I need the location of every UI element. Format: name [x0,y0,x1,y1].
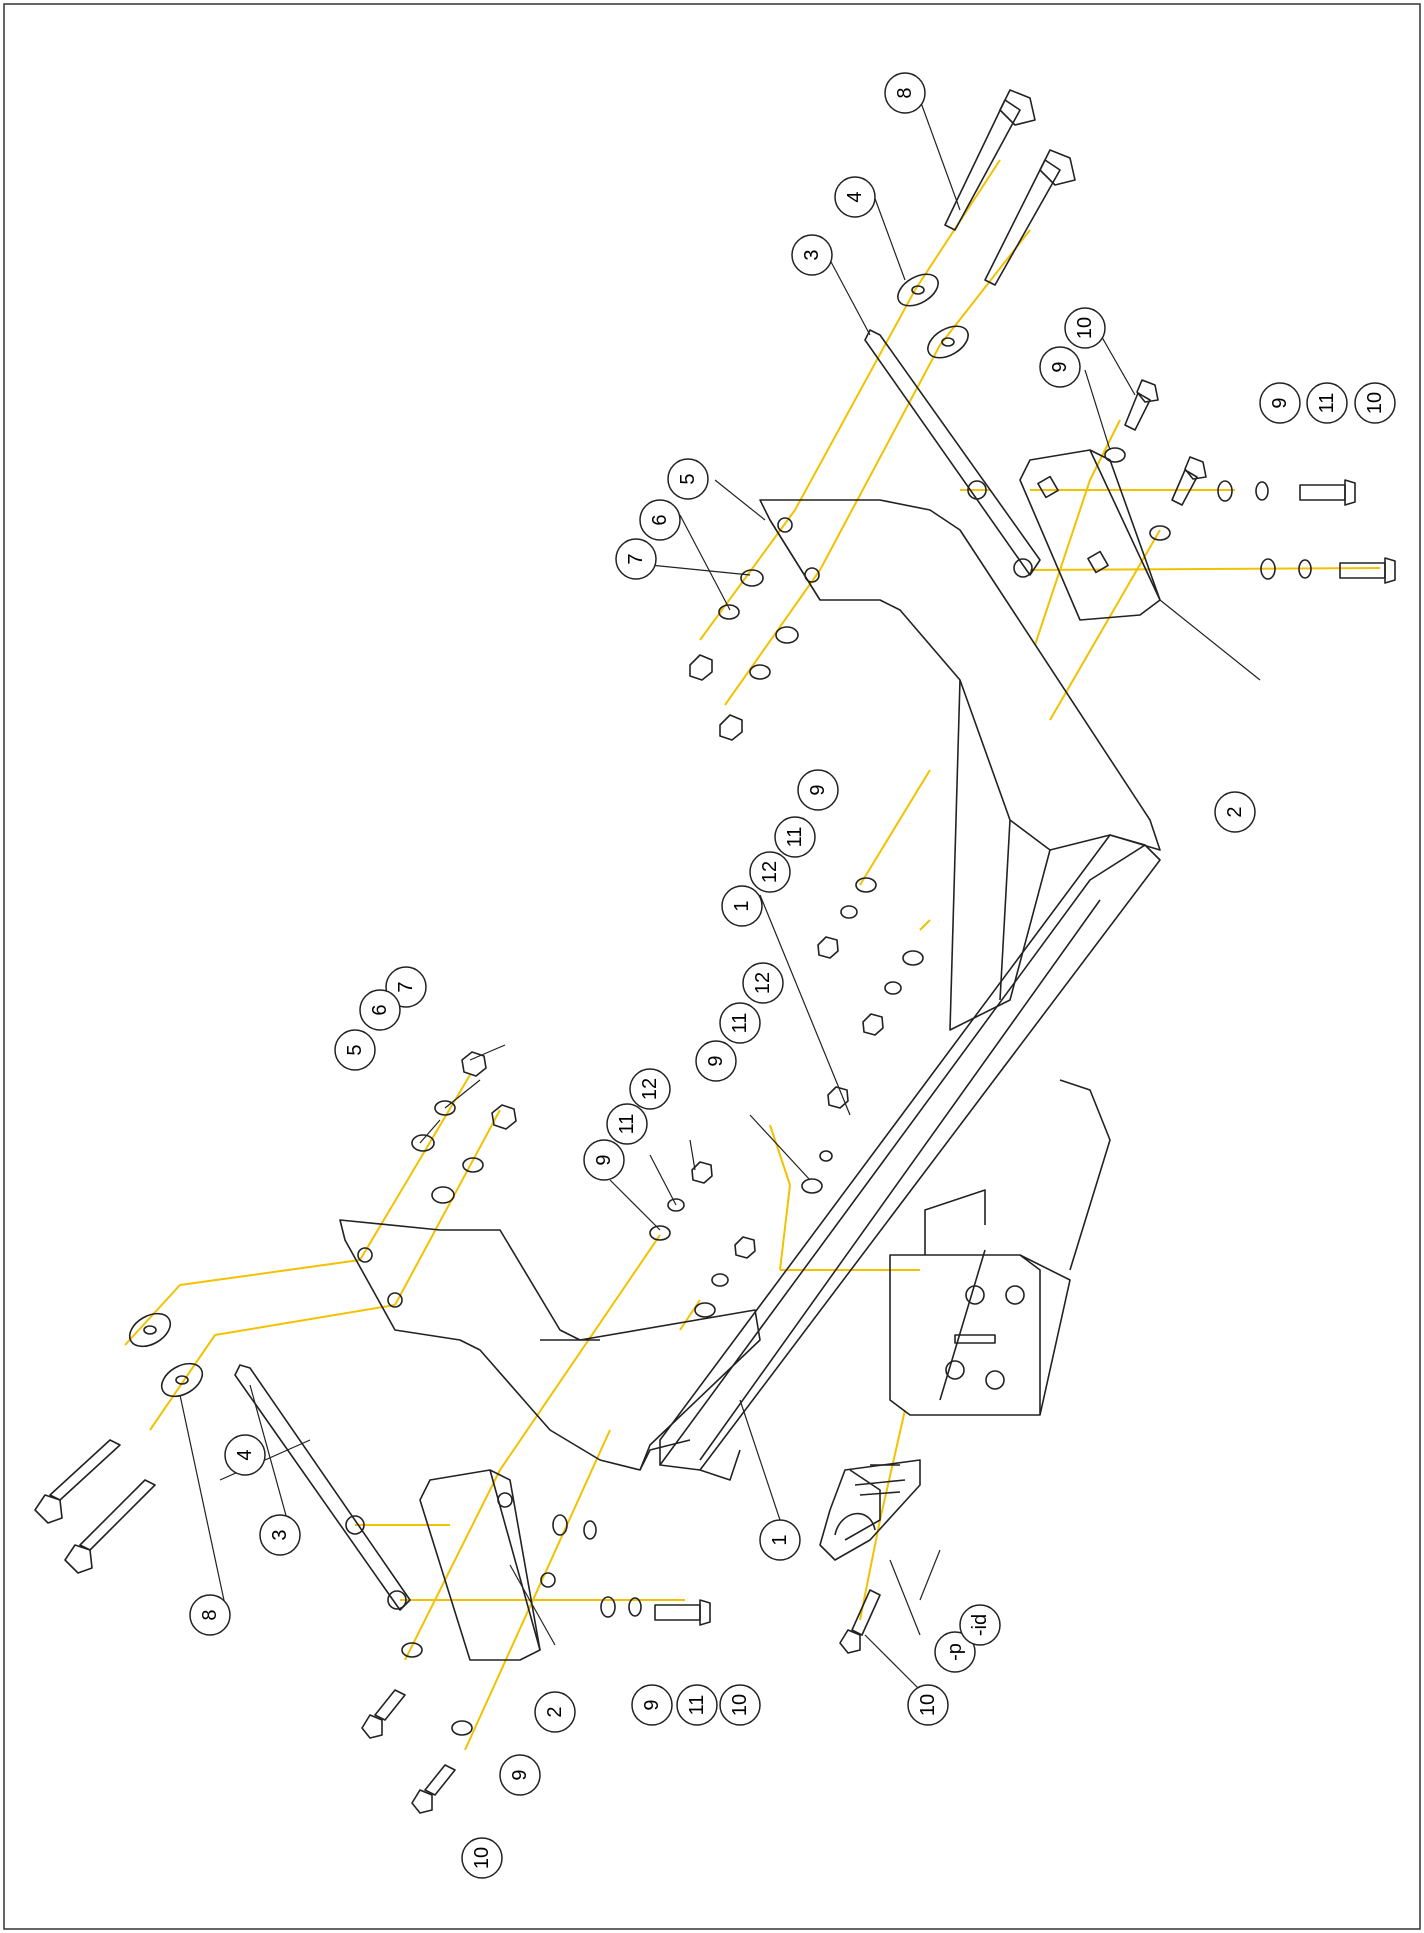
svg-text:9: 9 [593,1154,615,1165]
callout-10-right-a: 10 [1064,307,1106,349]
right-small-bolts-part-10 [1124,379,1396,584]
callout-12-left: 12 [629,1068,671,1110]
callout-6-left: 6 [359,989,401,1031]
callout-11-mid-a: 11 [774,816,816,858]
svg-text:3: 3 [269,1529,291,1540]
callout-11-left: 11 [606,1103,648,1145]
svg-text:11: 11 [784,827,806,848]
svg-text:10: 10 [471,1847,493,1869]
right-long-bolts-part-8 [944,89,1076,286]
svg-text:8: 8 [199,1609,221,1620]
hitch-receiver [889,1079,1111,1416]
right-washer-part-4a [897,273,939,307]
svg-text:11: 11 [616,1114,638,1135]
callout-4-left: 4 [224,1434,266,1476]
callout-9-left: 9 [583,1139,625,1181]
parts-linework [34,89,1396,1814]
callout-10-left-b: 10 [719,1684,761,1726]
svg-text:6: 6 [369,1004,391,1015]
svg-text:-p: -p [944,1643,966,1661]
left-nut-stack [411,1051,517,1204]
left-washer-part-4b [160,1362,204,1398]
svg-text:9: 9 [807,784,829,795]
right-side-plate [759,499,1161,1031]
callout-5-left: 5 [334,1029,376,1071]
svg-text:12: 12 [752,972,774,994]
right-flat-bar-part-3 [864,329,1041,578]
right-washer-part-4b [927,325,969,359]
svg-text:3: 3 [801,249,823,260]
callout-11-right-b: 11 [1306,382,1348,424]
svg-text:11: 11 [686,1695,708,1716]
callout-1-upper: 1 [721,885,763,927]
drawing-border [3,3,1421,1930]
svg-text:9: 9 [705,1055,727,1066]
callout-2-right: 2 [1214,791,1256,833]
svg-text:9: 9 [509,1769,531,1780]
svg-text:10: 10 [917,1694,939,1716]
assembly-leader-lines [124,159,1381,1751]
callout-10-right-b: 10 [1354,382,1396,424]
callout-3-left: 3 [259,1514,301,1556]
left-bracket-part-2 [419,1469,556,1661]
callout-8-right: 8 [884,72,926,114]
svg-text:1: 1 [731,900,753,911]
left-washer-part-4a [128,1312,172,1348]
callout-10-ball: 10 [907,1684,949,1726]
svg-text:10: 10 [1364,392,1386,414]
callout-bubbles: 8 4 3 10 9 9 11 10 5 6 7 2 9 11 12 1 12 … [189,72,1396,1879]
svg-text:-id: -id [969,1614,991,1636]
crossbar-part-1 [659,834,1161,1481]
svg-text:2: 2 [544,1706,566,1717]
svg-text:7: 7 [395,981,417,992]
callout-p: -p [934,1631,976,1673]
callout-7-right: 7 [615,538,657,580]
callout-8-left: 8 [189,1594,231,1636]
callout-9-right-b: 9 [1259,382,1301,424]
svg-text:12: 12 [639,1078,661,1100]
svg-text:4: 4 [844,191,866,202]
svg-text:11: 11 [729,1013,751,1034]
callout-11-left-b: 11 [676,1684,718,1726]
callout-4-right: 4 [834,176,876,218]
svg-text:5: 5 [677,473,699,484]
svg-text:6: 6 [649,514,671,525]
callout-9-left-b: 9 [631,1684,673,1726]
svg-text:2: 2 [1224,806,1246,817]
callout-1-lower: 1 [759,1519,801,1561]
svg-text:10: 10 [1074,317,1096,339]
callout-9-left-c: 9 [499,1754,541,1796]
ball-mount-plate [819,1459,921,1561]
callout-10-left-c: 10 [461,1837,503,1879]
callout-9-mid-b: 9 [695,1040,737,1082]
callout-12-mid-a: 12 [749,851,791,893]
callout-6-right: 6 [639,499,681,541]
callout-11-mid-b: 11 [719,1002,761,1044]
svg-text:8: 8 [894,87,916,98]
right-bracket-part-2 [1019,449,1161,621]
svg-text:9: 9 [641,1699,663,1710]
callout-2-left: 2 [534,1691,576,1733]
right-nut-stack [689,569,799,741]
svg-text:7: 7 [625,553,647,564]
svg-text:9: 9 [1049,361,1071,372]
svg-text:4: 4 [234,1449,256,1460]
callout-9-mid-a: 9 [797,769,839,811]
callout-3-right: 3 [791,234,833,276]
callout-12-mid-b: 12 [742,962,784,1004]
callout-5-right: 5 [667,458,709,500]
callout-id: -id [959,1604,1001,1646]
callout-9-right-a: 9 [1039,346,1081,388]
svg-text:5: 5 [344,1044,366,1055]
svg-text:12: 12 [759,861,781,883]
svg-text:9: 9 [1269,397,1291,408]
left-long-bolts-part-8 [34,1439,156,1574]
left-side-plate [339,1219,761,1471]
left-flat-bar-part-3 [234,1364,411,1611]
left-small-bolts-part-10 [361,1599,711,1814]
svg-text:1: 1 [769,1534,791,1545]
svg-text:10: 10 [729,1694,751,1716]
svg-text:11: 11 [1316,393,1338,414]
